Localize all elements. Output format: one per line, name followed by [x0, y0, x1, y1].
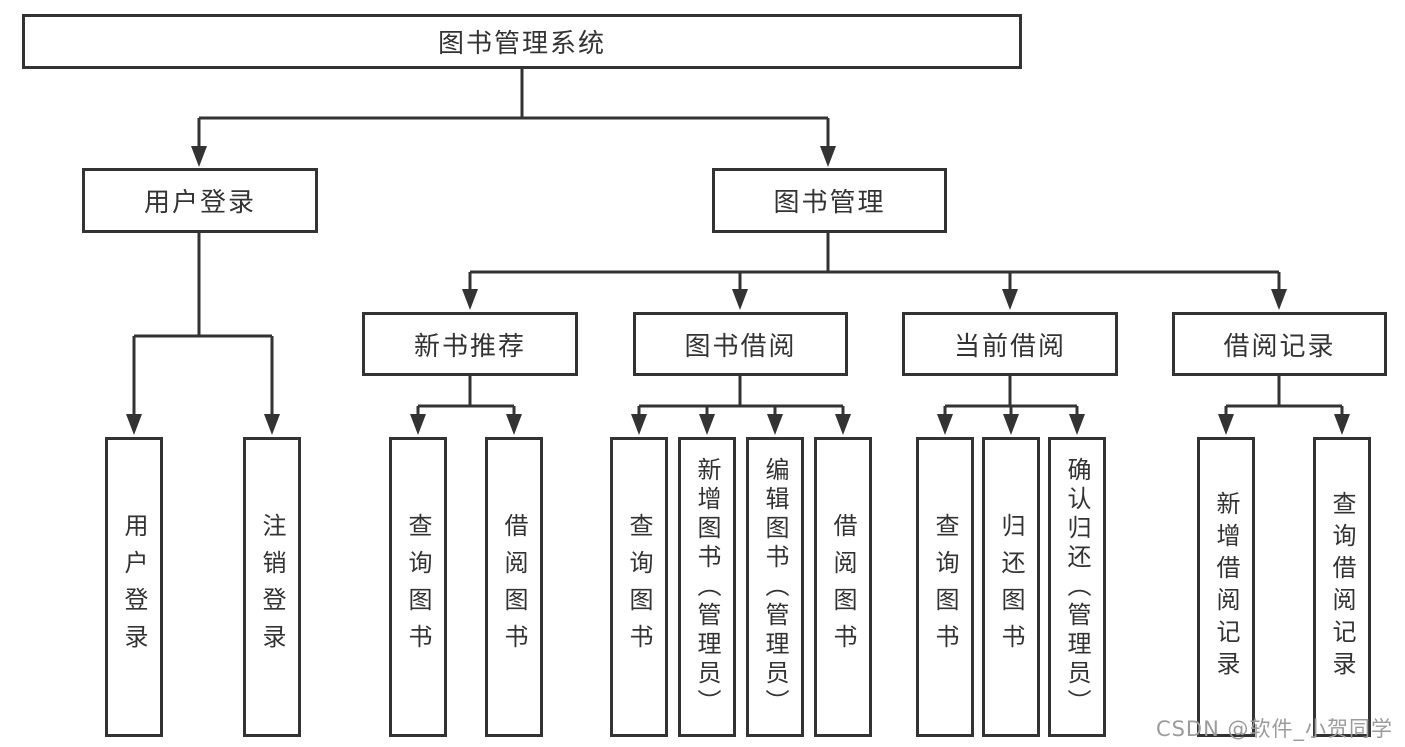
leaf-label: 注销登录: [258, 513, 286, 661]
leaf-label: 新增借阅记录: [1212, 491, 1240, 683]
leaf-current-confirm-return-admin: 确认归还（管理员）: [1048, 437, 1106, 737]
leaf-label: 确认归还（管理员）: [1063, 456, 1091, 718]
node-book-borrow: 图书借阅: [633, 312, 848, 376]
leaf-label: 查询图书: [931, 513, 959, 661]
leaf-label: 新增图书（管理员）: [693, 456, 721, 718]
leaf-borrow-edit-book-admin: 编辑图书（管理员）: [746, 437, 804, 737]
node-borrow-record: 借阅记录: [1172, 312, 1387, 376]
leaf-label: 借阅图书: [500, 513, 528, 661]
leaf-recommend-borrow-book: 借阅图书: [485, 437, 543, 737]
node-label: 图书管理系统: [437, 29, 606, 59]
node-library-management-system: 图书管理系统: [22, 14, 1022, 69]
leaf-current-return-book: 归还图书: [982, 437, 1040, 737]
node-current-borrow: 当前借阅: [902, 312, 1118, 376]
node-label: 用户登录: [143, 188, 256, 218]
leaf-label: 借阅图书: [829, 513, 857, 661]
leaf-label: 查询图书: [625, 513, 653, 661]
leaf-borrow-query-book: 查询图书: [610, 437, 668, 737]
leaf-label: 查询图书: [404, 513, 432, 661]
csdn-watermark: CSDN @软件_小贺同学: [1155, 717, 1393, 741]
node-label: 图书管理: [773, 188, 886, 218]
node-user-login: 用户登录: [82, 168, 318, 233]
leaf-current-query-book: 查询图书: [916, 437, 974, 737]
leaf-recommend-query-book: 查询图书: [389, 437, 447, 737]
leaf-record-add-borrow-record: 新增借阅记录: [1197, 437, 1255, 737]
node-book-management: 图书管理: [712, 168, 947, 233]
leaf-record-query-borrow-record: 查询借阅记录: [1313, 437, 1371, 737]
leaf-logout: 注销登录: [243, 437, 301, 737]
node-label: 当前借阅: [953, 331, 1066, 362]
node-label: 新书推荐: [413, 331, 526, 362]
leaf-borrow-add-book-admin: 新增图书（管理员）: [678, 437, 736, 737]
leaf-label: 归还图书: [997, 513, 1025, 661]
node-label: 借阅记录: [1223, 331, 1336, 362]
leaf-label: 查询借阅记录: [1328, 491, 1356, 683]
leaf-user-login: 用户登录: [105, 437, 163, 737]
leaf-label: 编辑图书（管理员）: [761, 456, 789, 718]
node-new-book-recommend: 新书推荐: [362, 312, 578, 376]
leaf-borrow-borrow-book: 借阅图书: [814, 437, 872, 737]
node-label: 图书借阅: [684, 331, 797, 362]
leaf-label: 用户登录: [120, 513, 148, 661]
